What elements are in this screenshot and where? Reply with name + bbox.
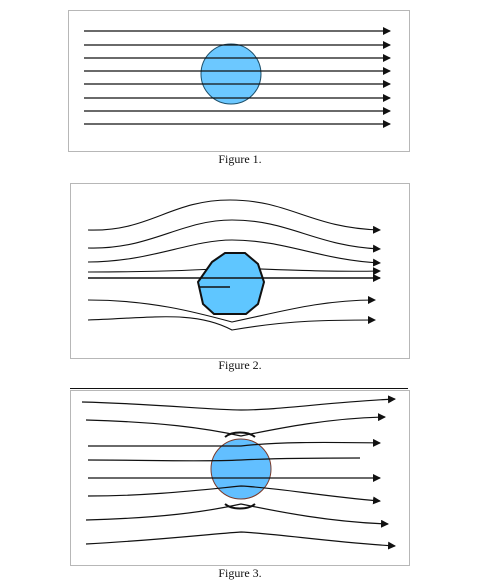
flow-lines-figure-3 <box>81 395 396 550</box>
sphere-figure-2 <box>196 252 266 315</box>
flow-lines-figure-1 <box>84 27 391 128</box>
sphere-figure-1 <box>200 43 262 105</box>
figure-2-caption: Figure 2. <box>218 358 262 372</box>
sphere-figure-3 <box>210 438 272 500</box>
figure-2-diagram <box>87 199 381 331</box>
figure-1-diagram <box>84 27 391 128</box>
flow-lines-figure-2-through <box>88 274 381 288</box>
figure-3-caption: Figure 3. <box>218 566 262 580</box>
figure-1-caption: Figure 1. <box>218 152 262 166</box>
figure-3-top-rule <box>70 388 408 389</box>
